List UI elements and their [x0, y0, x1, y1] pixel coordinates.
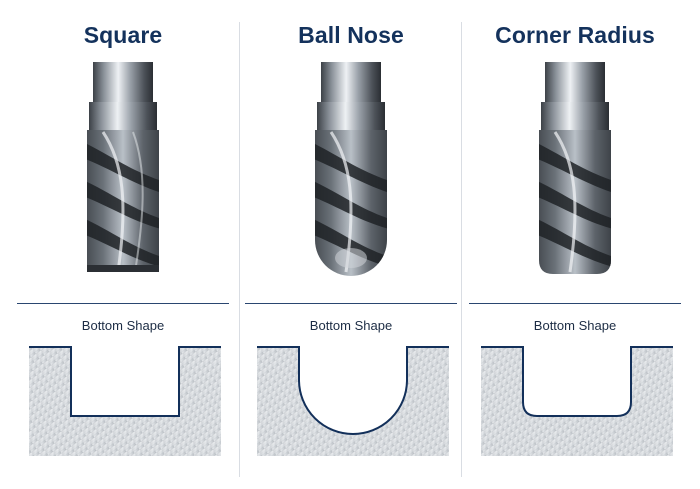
section-divider	[469, 303, 681, 304]
tool-title: Ball Nose	[298, 22, 404, 48]
column-square: Square Bottom Shape	[12, 0, 234, 489]
section-divider	[245, 303, 457, 304]
bottom-shape-label: Bottom Shape	[309, 318, 393, 333]
column-corner-radius: Corner Radius Bottom Shape	[464, 0, 686, 489]
corner-radius-bottom-profile	[481, 344, 673, 456]
square-end-mill-icon	[73, 62, 173, 288]
bottom-shape-label: Bottom Shape	[81, 318, 165, 333]
ball-nose-bottom-profile	[257, 344, 449, 456]
tool-title: Corner Radius	[495, 22, 655, 48]
tool-title: Square	[83, 22, 163, 48]
column-divider	[461, 22, 462, 477]
ball-nose-end-mill-icon	[301, 62, 401, 288]
bottom-shape-label: Bottom Shape	[533, 318, 617, 333]
section-divider	[17, 303, 229, 304]
column-divider	[239, 22, 240, 477]
square-bottom-profile	[29, 344, 221, 456]
corner-radius-end-mill-icon	[525, 62, 625, 288]
column-ball-nose: Ball Nose Bottom Shape	[240, 0, 462, 489]
